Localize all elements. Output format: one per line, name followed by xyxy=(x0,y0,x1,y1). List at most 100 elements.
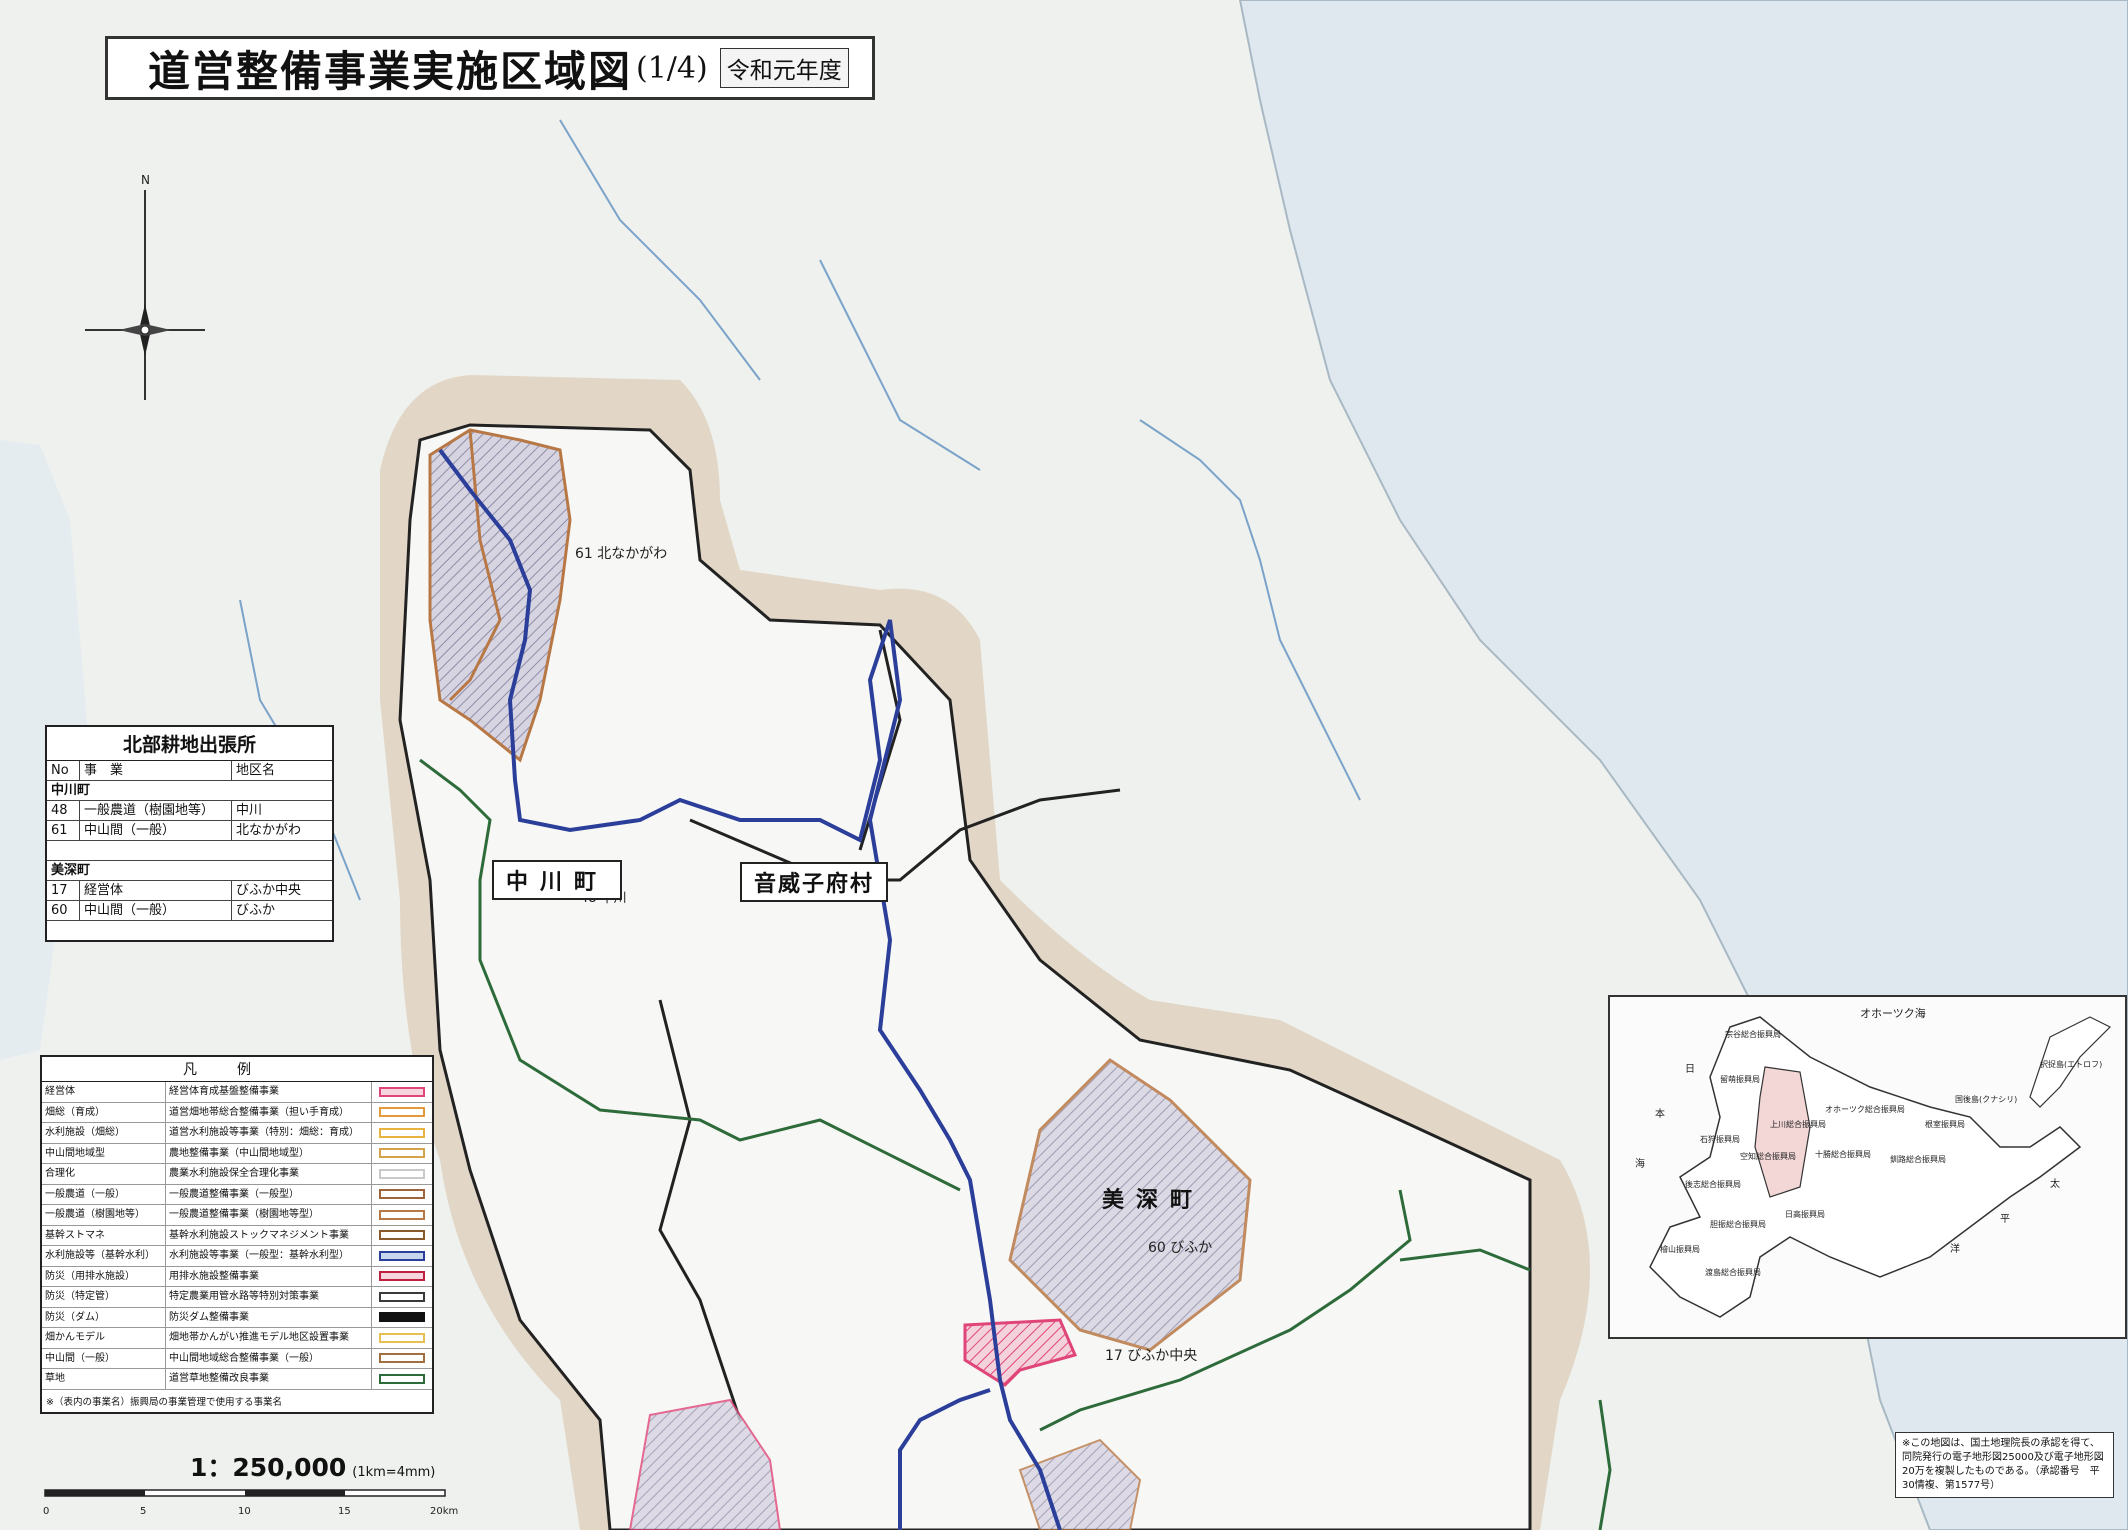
legend-swatch xyxy=(379,1373,425,1384)
legend-short-name: 畑総（育成） xyxy=(42,1102,166,1122)
header-project: 事 業 xyxy=(80,761,232,780)
legend-row: 経営体経営体育成基盤整備事業 xyxy=(42,1082,432,1103)
legend-short-name: 合理化 xyxy=(42,1164,166,1184)
legend-description: 中山間地域総合整備事業（一般） xyxy=(166,1348,372,1368)
legend-description: 特定農業用管水路等特別対策事業 xyxy=(166,1287,372,1307)
legend-short-name: 一般農道（樹園地等） xyxy=(42,1205,166,1225)
legend-description: 一般農道整備事業（一般型） xyxy=(166,1184,372,1204)
inset-office-iburi: 胆振総合振興局 xyxy=(1710,1219,1766,1229)
legend-swatch xyxy=(379,1189,425,1200)
legend-short-name: 畑かんモデル xyxy=(42,1328,166,1348)
inset-japan-sea-2: 本 xyxy=(1655,1107,1665,1120)
legend-swatch xyxy=(379,1291,425,1302)
inset-kunashiri: 国後島(クナシリ) xyxy=(1955,1094,2017,1104)
legend-swatch xyxy=(379,1209,425,1220)
inset-sea-label: オホーツク海 xyxy=(1860,1006,1926,1020)
legend-row: 一般農道（一般）一般農道整備事業（一般型） xyxy=(42,1184,432,1205)
inset-office-soya: 宗谷総合振興局 xyxy=(1725,1029,1781,1039)
inset-office-kamikawa: 上川総合振興局 xyxy=(1770,1119,1826,1129)
boundary-nakagawa-otoineppu xyxy=(658,999,742,1421)
legend-swatch-cell xyxy=(372,1287,432,1307)
legend-swatch-cell xyxy=(372,1205,432,1225)
town-label-otoineppu[interactable]: 音威子府村 xyxy=(740,862,889,902)
legend-row: 水利施設（畑総）道営水利施設等事業（特別：畑総：育成） xyxy=(42,1123,432,1144)
etorofu-island xyxy=(2029,1016,2112,1108)
inset-pacific-3: 洋 xyxy=(1950,1242,1960,1255)
town-label-nakagawa[interactable]: 中川町 xyxy=(492,860,623,900)
row-no: 17 xyxy=(47,881,80,900)
river-1 xyxy=(819,259,981,471)
legend-note: ※（表内の事業名）振興局の事業管理で使用する事業名 xyxy=(46,1396,282,1408)
legend-short-name: 草地 xyxy=(42,1369,166,1389)
inset-office-sorachi: 空知総合振興局 xyxy=(1740,1151,1796,1161)
legend-swatch-cell xyxy=(372,1123,432,1143)
legend-short-name: 中山間地域型 xyxy=(42,1143,166,1163)
scale-tick-15: 15 xyxy=(338,1506,351,1517)
kamikawa-region xyxy=(1754,1066,1811,1198)
scale-tick-0: 0 xyxy=(43,1506,49,1517)
inset-office-rumoi: 留萌振興局 xyxy=(1720,1074,1760,1084)
legend-short-name: 基幹ストマネ xyxy=(42,1225,166,1245)
legend-description: 農地整備事業（中山間地域型） xyxy=(166,1143,372,1163)
area-bottom-1 xyxy=(628,1398,782,1530)
inset-pacific-1: 太 xyxy=(2050,1177,2060,1190)
north-arrow: N xyxy=(85,173,205,400)
legend-short-name: 一般農道（一般） xyxy=(42,1184,166,1204)
legend-swatch-cell xyxy=(372,1308,432,1328)
legend-short-name: 中山間（一般） xyxy=(42,1348,166,1368)
table-spacer xyxy=(47,921,332,940)
table-row[interactable]: 60 中山間（一般） びふか xyxy=(47,901,332,921)
legend-row: 防災（ダム）防災ダム整備事業 xyxy=(42,1307,432,1328)
town-heading-nakagawa: 中川町 xyxy=(47,781,332,801)
trunk-water-branch xyxy=(898,1388,991,1530)
row-area: 中川 xyxy=(236,803,263,818)
legend-row: 中山間（一般）中山間地域総合整備事業（一般） xyxy=(42,1348,432,1369)
inset-office-nemuro: 根室振興局 xyxy=(1925,1119,1965,1129)
legend-row: 一般農道（樹園地等）一般農道整備事業（樹園地等型） xyxy=(42,1205,432,1226)
legend-short-name: 防災（ダム） xyxy=(42,1307,166,1327)
area-61-kitanakagawa xyxy=(428,428,572,763)
row-project: 中山間（一般） xyxy=(80,901,232,920)
scale-tick-5: 5 xyxy=(140,1506,146,1517)
legend-title: 凡例 xyxy=(42,1057,432,1082)
legend-swatch xyxy=(379,1127,425,1138)
table-row[interactable]: 48 一般農道（樹園地等） 中川 xyxy=(47,801,332,821)
table-spacer xyxy=(47,841,332,861)
legend-description: 道営畑地帯総合整備事業（担い手育成） xyxy=(166,1102,372,1122)
row-project: 経営体 xyxy=(80,881,232,900)
inset-etorofu: 択捉島(エトロフ) xyxy=(2040,1059,2102,1069)
legend-row: 防災（用排水施設）用排水施設整備事業 xyxy=(42,1266,432,1287)
legend-row: 畑総（育成）道営畑地帯総合整備事業（担い手育成） xyxy=(42,1102,432,1123)
table-row[interactable]: 17 経営体 びふか中央 xyxy=(47,881,332,901)
office-project-table: 北部耕地出張所 No 事 業 地区名 中川町 48 一般農道（樹園地等） 中川 … xyxy=(45,725,334,942)
label-site-61[interactable]: 61 北なかがわ xyxy=(575,546,667,562)
row-area: 北なかがわ xyxy=(236,823,302,838)
header-no: No xyxy=(47,761,80,780)
trunk-water-main-line xyxy=(438,448,1062,1530)
scale-sub: (1km=4mm) xyxy=(352,1465,436,1480)
table-row[interactable]: 61 中山間（一般） 北なかがわ xyxy=(47,821,332,841)
inset-japan-sea-1: 日 xyxy=(1685,1064,1695,1075)
legend-description: 防災ダム整備事業 xyxy=(166,1307,372,1327)
row-no: 60 xyxy=(47,901,80,920)
row-no: 48 xyxy=(47,801,80,820)
town-label-bifuka[interactable]: 美深町 xyxy=(1102,1188,1205,1213)
map-title-box: 道営整備事業実施区域図 (1/4) 令和元年度 xyxy=(105,36,875,100)
legend-swatch-cell xyxy=(372,1144,432,1164)
label-site-60[interactable]: 60 びふか xyxy=(1148,1240,1212,1256)
legend-swatch xyxy=(379,1250,425,1261)
inset-office-okhotsk: オホーツク総合振興局 xyxy=(1825,1104,1905,1114)
scale-label: 1：250,000(1km=4mm) xyxy=(190,1448,435,1484)
legend-swatch xyxy=(379,1107,425,1118)
legend-swatch xyxy=(379,1312,425,1323)
legend-swatch xyxy=(379,1353,425,1364)
map-year-badge: 令和元年度 xyxy=(719,48,849,88)
scale-bar: 0 5 10 15 20km xyxy=(43,1489,458,1517)
legend-description: 経営体育成基盤整備事業 xyxy=(166,1082,372,1102)
row-area: びふか xyxy=(236,903,276,918)
inset-svg: オホーツク海 日 本 海 太 平 洋 宗谷総合振興局 留萌振興局 上川総合振興局… xyxy=(1635,1006,2112,1318)
legend-description: 水利施設等事業（一般型：基幹水利型） xyxy=(166,1246,372,1266)
label-site-17[interactable]: 17 びふか中央 xyxy=(1105,1348,1197,1364)
hokkaido-inset-map[interactable]: オホーツク海 日 本 海 太 平 洋 宗谷総合振興局 留萌振興局 上川総合振興局… xyxy=(1608,995,2127,1339)
